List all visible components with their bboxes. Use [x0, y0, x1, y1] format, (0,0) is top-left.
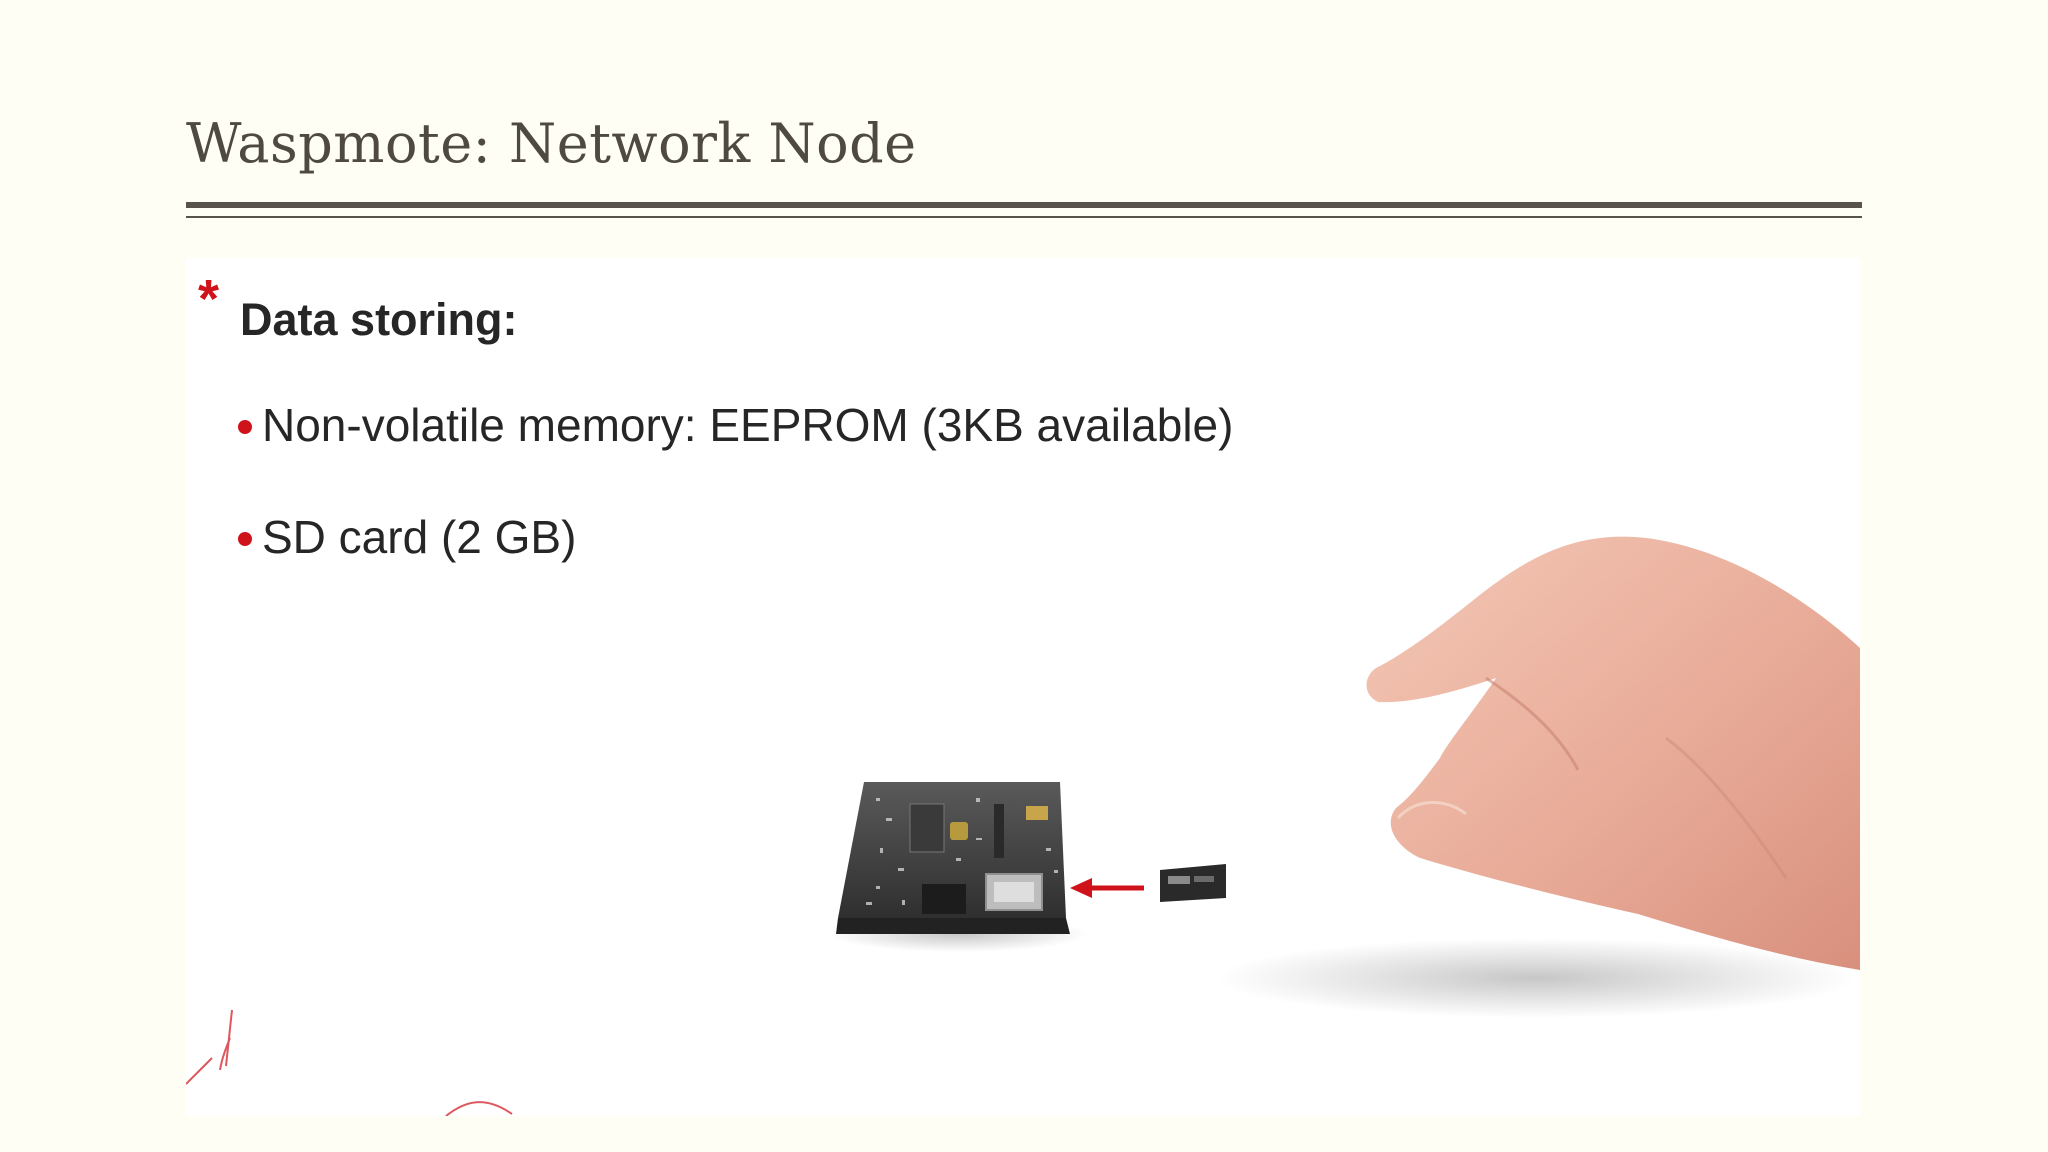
asterisk-icon: *	[198, 269, 220, 329]
bullet-dot-icon	[238, 420, 252, 434]
hand-icon	[1366, 536, 1860, 970]
content-panel: * Data storing: Non-volatile memory: EEP…	[186, 258, 1860, 1116]
section-heading-text: Data storing:	[240, 294, 518, 345]
bullet-dot-icon	[238, 532, 252, 546]
circuit-board-icon	[836, 782, 1070, 934]
bullet-text-eeprom: Non-volatile memory: EEPROM (3KB availab…	[262, 399, 1234, 451]
title-rule-thin	[186, 216, 1862, 218]
slide-title: Waspmote: Network Node	[186, 112, 917, 175]
sd-card-icon	[1160, 864, 1226, 902]
sd-card-insertion-photo	[186, 536, 1860, 1116]
title-rule-thick	[186, 202, 1862, 208]
arrow-left-icon	[1070, 878, 1144, 898]
bullet-text-sd-card: SD card (2 GB)	[262, 511, 577, 563]
decorative-scribble	[186, 1009, 513, 1116]
